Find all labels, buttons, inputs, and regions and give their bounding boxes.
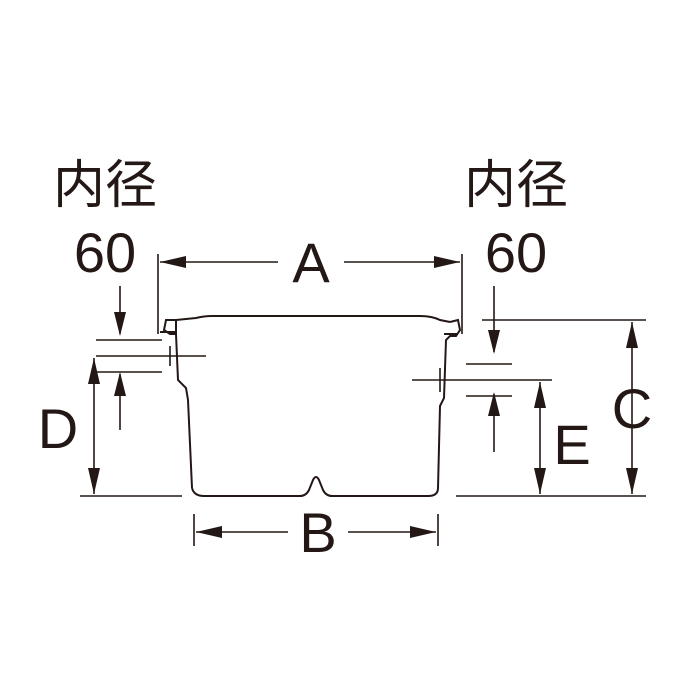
dimension-b-label: B	[299, 501, 336, 564]
dimension-c-label: C	[612, 377, 652, 440]
right-outlet-height-marks	[412, 286, 552, 452]
right-inner-diameter-label: 内径	[464, 156, 568, 216]
dimension-e: E	[534, 382, 598, 494]
left-inlet-height-marks	[96, 286, 206, 430]
right-inner-diameter-value: 60	[485, 221, 547, 284]
dimension-c: C	[456, 319, 652, 497]
dimension-e-label: E	[553, 413, 590, 476]
dimension-a: A	[157, 231, 463, 334]
left-inner-diameter-label: 内径	[53, 156, 157, 216]
dimension-d: D	[38, 358, 182, 497]
dimension-b: B	[193, 501, 439, 564]
dimension-d-label: D	[38, 397, 78, 460]
dimension-a-label: A	[292, 231, 330, 294]
left-inner-diameter-value: 60	[74, 221, 136, 284]
trap-body-outline	[160, 315, 462, 497]
